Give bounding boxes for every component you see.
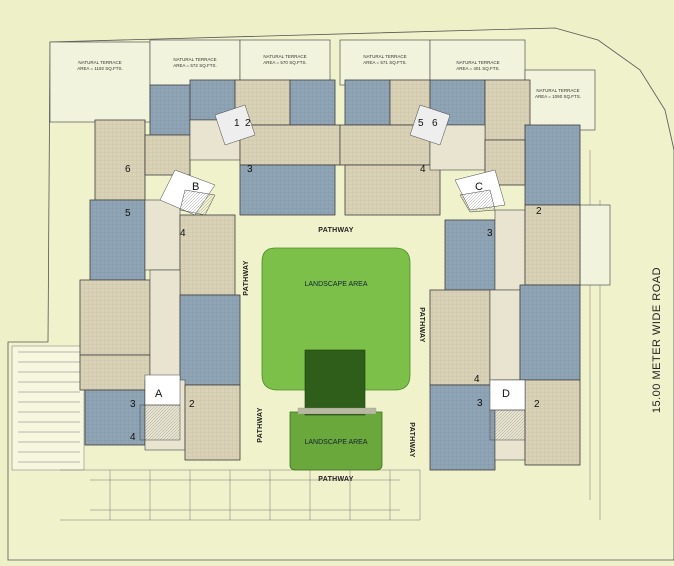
flat-number-label: 2 [536,206,542,217]
landscape-area-lower [289,411,383,471]
pathway-label-top: PATHWAY [318,227,353,234]
terrace-4-line1: NATURAL TERRACE [363,54,406,59]
pathway-label-right-lower: PATHWAY [408,422,415,457]
wing-b-label: B [192,181,199,193]
landscape-label-lower: LANDSCAPE AREA [304,439,367,446]
flat-number-label: 2 [245,118,251,129]
parking-area [11,345,421,521]
terraces-top [49,39,611,286]
flat-number-label: 4 [420,164,426,175]
pathway-label-right-upper: PATHWAY [418,307,425,342]
landscape-dark-core [304,349,366,416]
pathway-label-left-lower: PATHWAY [257,407,264,442]
flat-number-label: 2 [189,399,195,410]
flat-number-label: 3 [130,399,136,410]
flat-number-label: 5 [125,208,131,219]
pathway-label-left-upper: PATHWAY [243,260,250,295]
terrace-3-line1: NATURAL TERRACE [263,54,306,59]
terrace-4-line2: AREA = 571 SQ.FTS. [363,60,406,65]
terrace-3-line2: AREA = 570 SQ.FTS. [263,60,306,65]
pathway-label-bottom: PATHWAY [318,476,353,483]
flat-number-label: 3 [477,398,483,409]
terrace-2-line1: NATURAL TERRACE [173,57,216,62]
wing-d-label: D [502,388,510,400]
flat-numbers: 1 2 3 4 5 6 6 5 4 2 3 3 4 2 4 3 2 [125,118,542,443]
cores [139,104,526,441]
building-top-left [94,79,341,216]
terrace-labels: NATURAL TERRACE AREA = 1192 SQ.FTS. NATU… [77,54,581,99]
terrace-6-line2: AREA = 1090 SQ.FTS. [535,94,581,99]
flat-number-label: 6 [125,164,131,175]
terrace-5-line1: NATURAL TERRACE [456,60,499,65]
flat-number-label: 3 [487,228,493,239]
flat-number-label: 3 [247,164,253,175]
road-label: 15.00 METER WIDE ROAD [651,267,663,413]
landscape-area-main [261,247,411,391]
terrace-1-line2: AREA = 1192 SQ.FTS. [77,66,123,71]
flat-number-label: 4 [130,432,136,443]
building-top-right [339,79,581,216]
landscape-label-main: LANDSCAPE AREA [304,281,367,288]
terrace-2-line2: AREA = 572 SQ.FTS. [173,63,216,68]
flat-number-label: 4 [180,228,186,239]
flat-number-label: 4 [474,374,480,385]
terrace-6-line1: NATURAL TERRACE [536,88,579,93]
flat-number-label: 5 [418,118,424,129]
wing-c-label: C [475,181,483,193]
terrace-1-line1: NATURAL TERRACE [78,60,121,65]
wing-a-label: A [155,388,163,400]
terrace-5-line2: AREA = 401 SQ.FTS. [456,66,499,71]
flat-number-label: 6 [432,118,438,129]
flat-number-label: 2 [534,399,540,410]
flat-number-label: 1 [234,118,240,129]
